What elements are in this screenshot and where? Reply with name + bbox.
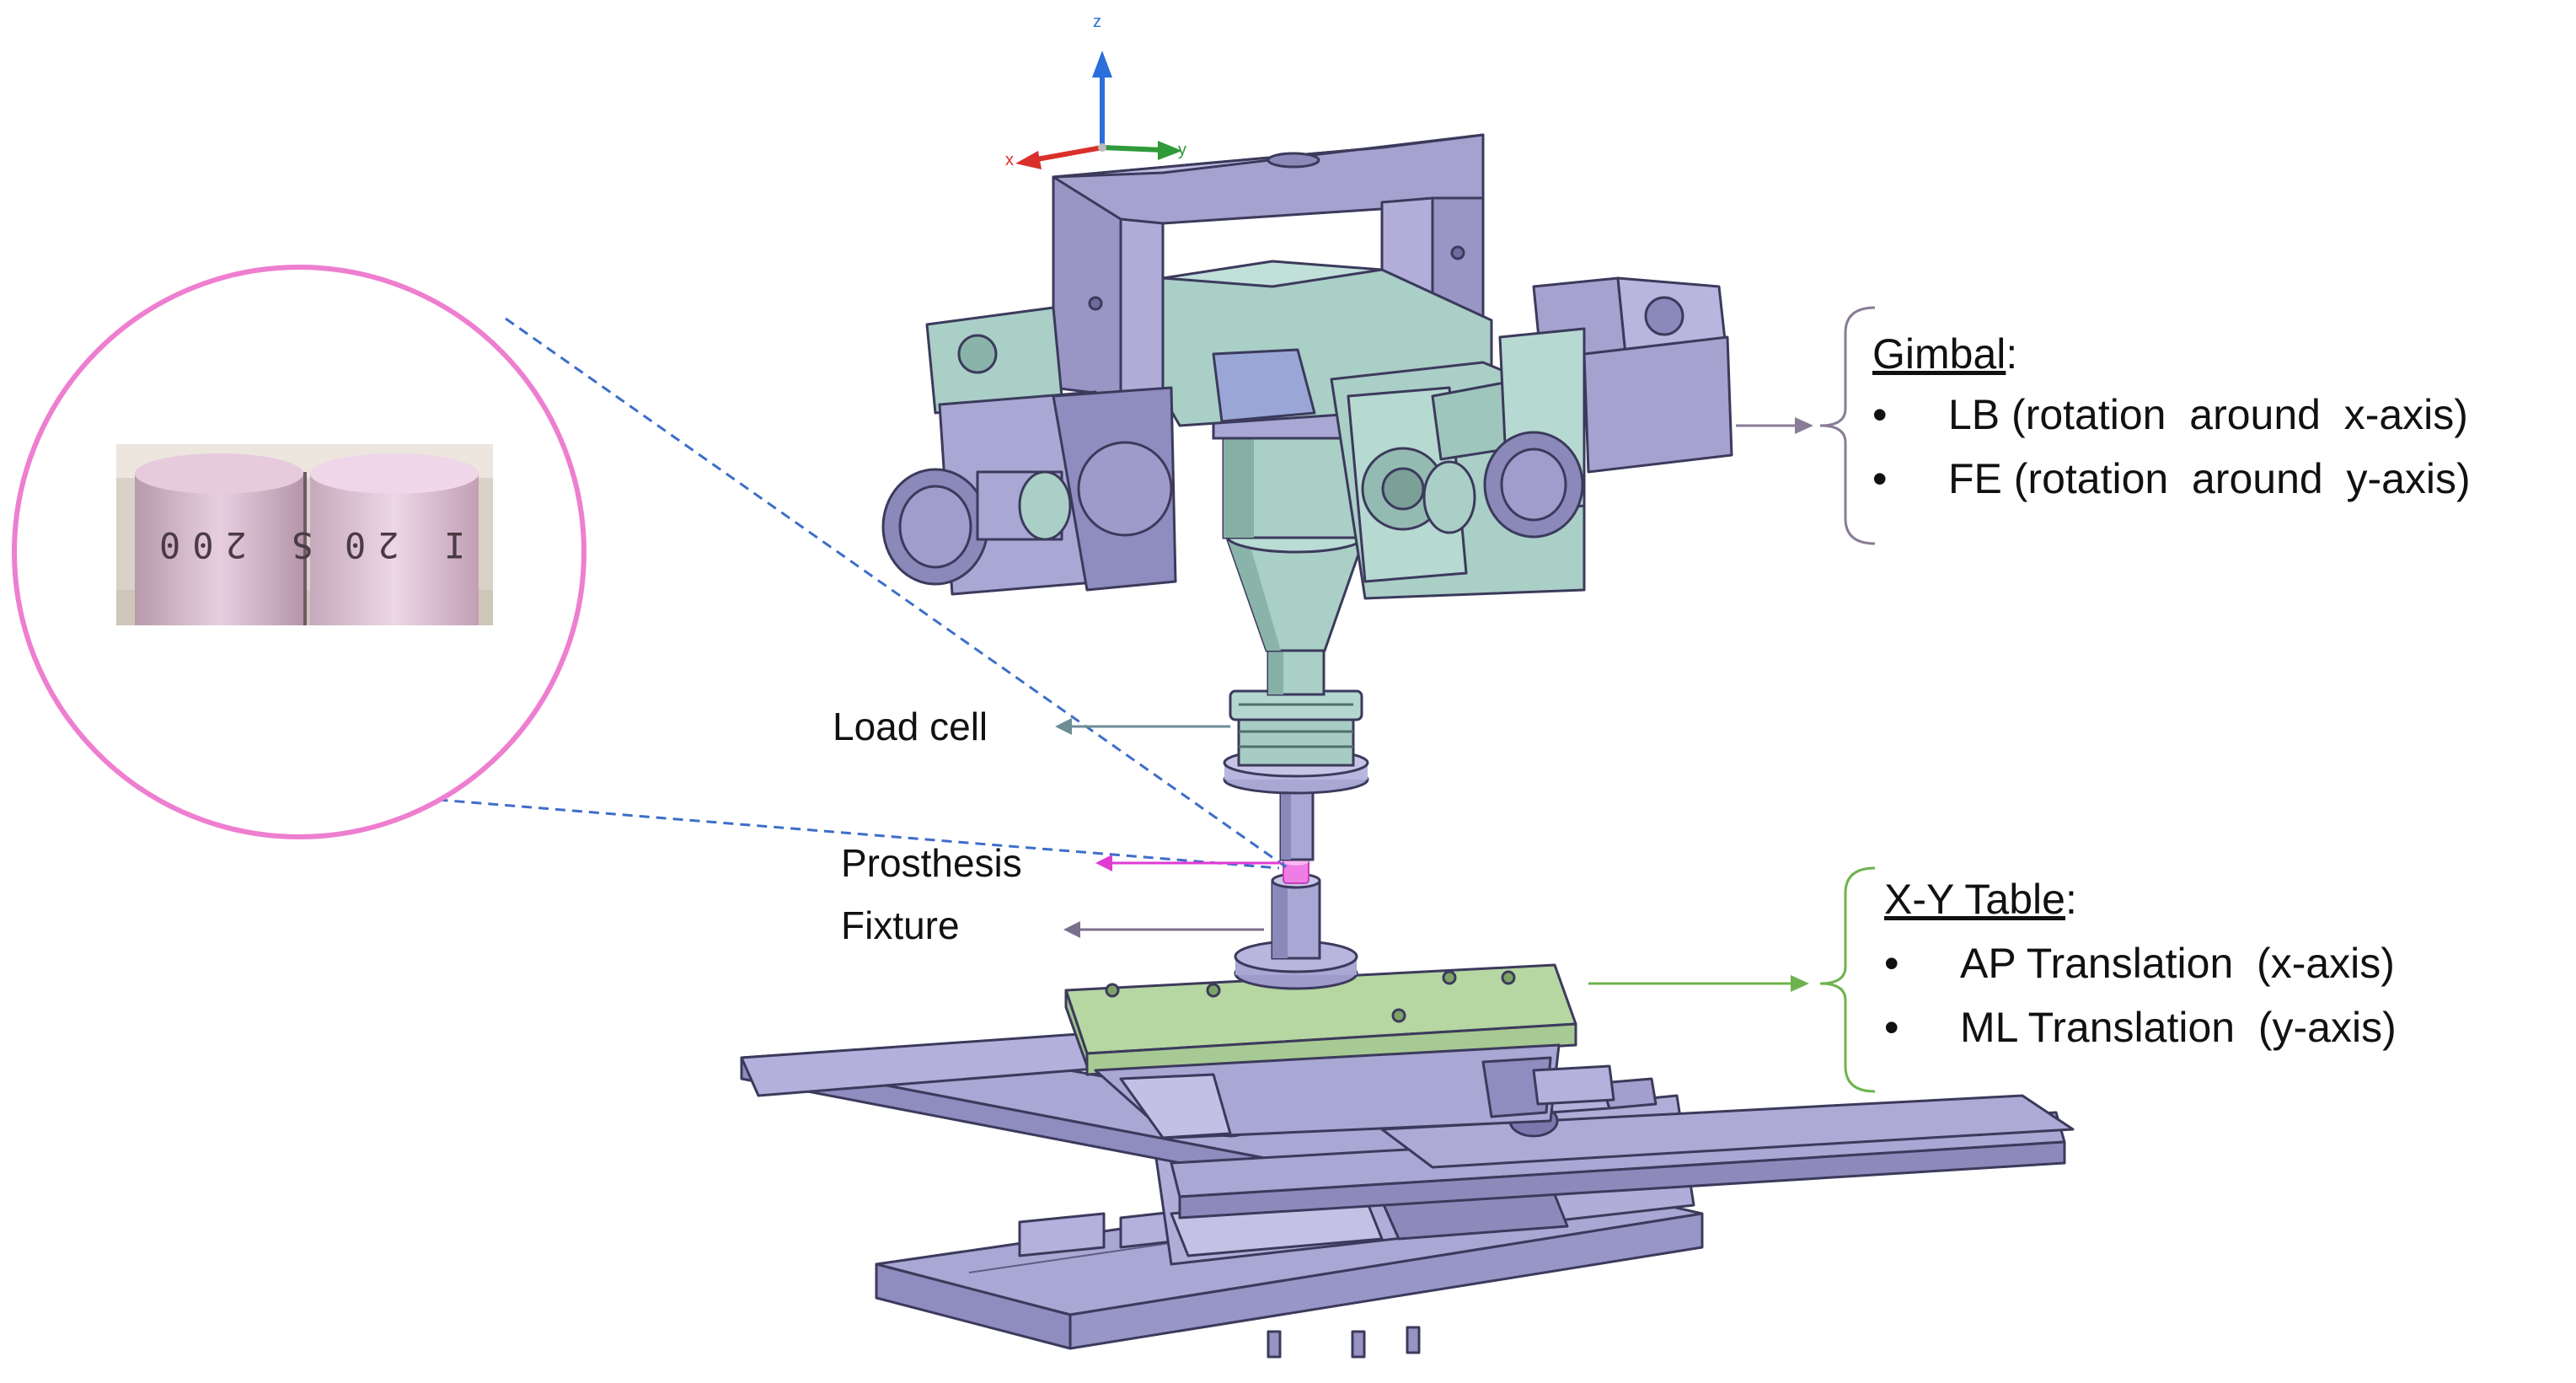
y-axis-arrow bbox=[1101, 145, 1164, 153]
x-axis-label: x bbox=[1005, 151, 1014, 169]
z-axis-label: z bbox=[1093, 13, 1101, 31]
fixture bbox=[1234, 872, 1358, 990]
xy-table-item-ml: • ML Translation (y-axis) bbox=[1884, 1006, 2397, 1048]
inset-dashed-line-lower bbox=[303, 787, 1280, 870]
xy-table-item-ap: • AP Translation (x-axis) bbox=[1884, 942, 2395, 984]
bullet-symbol: • bbox=[1872, 455, 1888, 502]
gimbal-assembly bbox=[881, 133, 1733, 600]
x-axis-arrow bbox=[1031, 145, 1103, 163]
xy-table-item-ap-text: AP Translation (x-axis) bbox=[1960, 940, 2395, 987]
y-axis-arrowhead bbox=[1158, 141, 1182, 160]
fixture-label: Fixture bbox=[841, 903, 960, 947]
bullet-symbol: • bbox=[1872, 391, 1888, 438]
xy-table-plate bbox=[1064, 963, 1615, 1139]
xy-table-callout-colon: : bbox=[2065, 876, 2077, 923]
prosthesis-specimen bbox=[1283, 857, 1309, 884]
gimbal-item-fe: • FE (rotation around y-axis) bbox=[1872, 458, 2471, 500]
bullet-symbol: • bbox=[1884, 1004, 1899, 1051]
xy-table-brace bbox=[1819, 866, 1876, 1093]
gimbal-callout-title: Gimbal bbox=[1872, 330, 2006, 378]
xy-table-callout-heading: X-Y Table: bbox=[1884, 878, 2077, 920]
gimbal-brace bbox=[1819, 306, 1876, 545]
specimen-left-engraving: S 200 bbox=[147, 524, 313, 566]
coordinate-axes-triad bbox=[1015, 51, 1182, 169]
y-axis-label: y bbox=[1178, 141, 1186, 159]
gimbal-item-lb-text: LB (rotation around x-axis) bbox=[1948, 391, 2468, 438]
prosthesis-label: Prosthesis bbox=[841, 841, 1022, 885]
gimbal-callout-heading: Gimbal: bbox=[1872, 333, 2017, 375]
gimbal-item-fe-text: FE (rotation around y-axis) bbox=[1948, 455, 2471, 502]
xy-table-item-ml-text: ML Translation (y-axis) bbox=[1960, 1004, 2397, 1051]
gimbal-item-lb: • LB (rotation around x-axis) bbox=[1872, 394, 2468, 436]
inset-dashed-line-upper bbox=[505, 317, 1288, 870]
inset-magnifier bbox=[12, 265, 1288, 870]
annotation-arrows bbox=[1055, 417, 1813, 992]
load-cell-label: Load cell bbox=[833, 705, 988, 748]
bullet-symbol: • bbox=[1884, 940, 1899, 987]
specimen-photo bbox=[116, 444, 493, 625]
x-axis-arrowhead bbox=[1015, 151, 1042, 169]
specimen-right-engraving: I 20 bbox=[333, 524, 466, 566]
z-axis-arrowhead bbox=[1092, 51, 1112, 78]
xy-table-callout-title: X-Y Table bbox=[1884, 876, 2065, 923]
gimbal-callout-colon: : bbox=[2006, 330, 2018, 378]
